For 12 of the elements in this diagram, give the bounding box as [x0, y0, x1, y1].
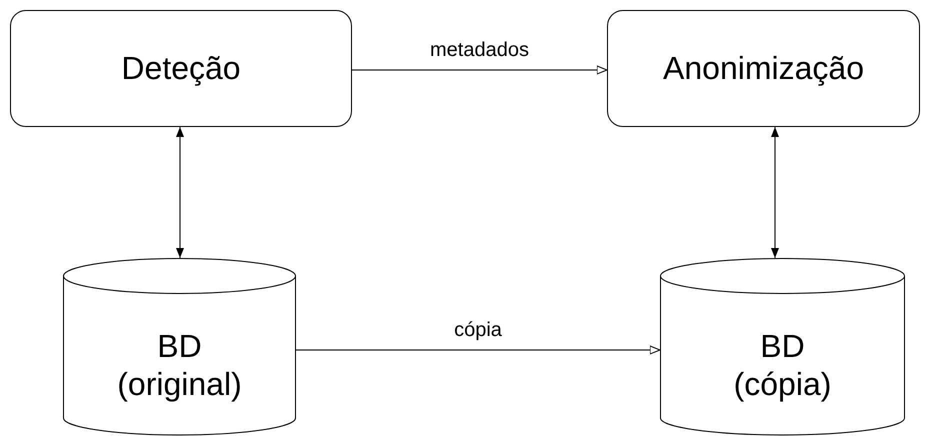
process-box: [10, 10, 352, 127]
arrow: [352, 66, 608, 74]
node-label: BD (cópia): [734, 326, 832, 404]
arrow: [771, 126, 779, 258]
node-label: Deteção: [121, 49, 241, 88]
arrow: [176, 126, 184, 258]
node-label: BD (original): [117, 326, 242, 404]
node-label: Anonimização: [663, 49, 864, 88]
arrow: [296, 346, 660, 354]
database-cylinder: [63, 258, 296, 436]
process-box: [607, 10, 920, 127]
database-cylinder: [660, 258, 905, 436]
